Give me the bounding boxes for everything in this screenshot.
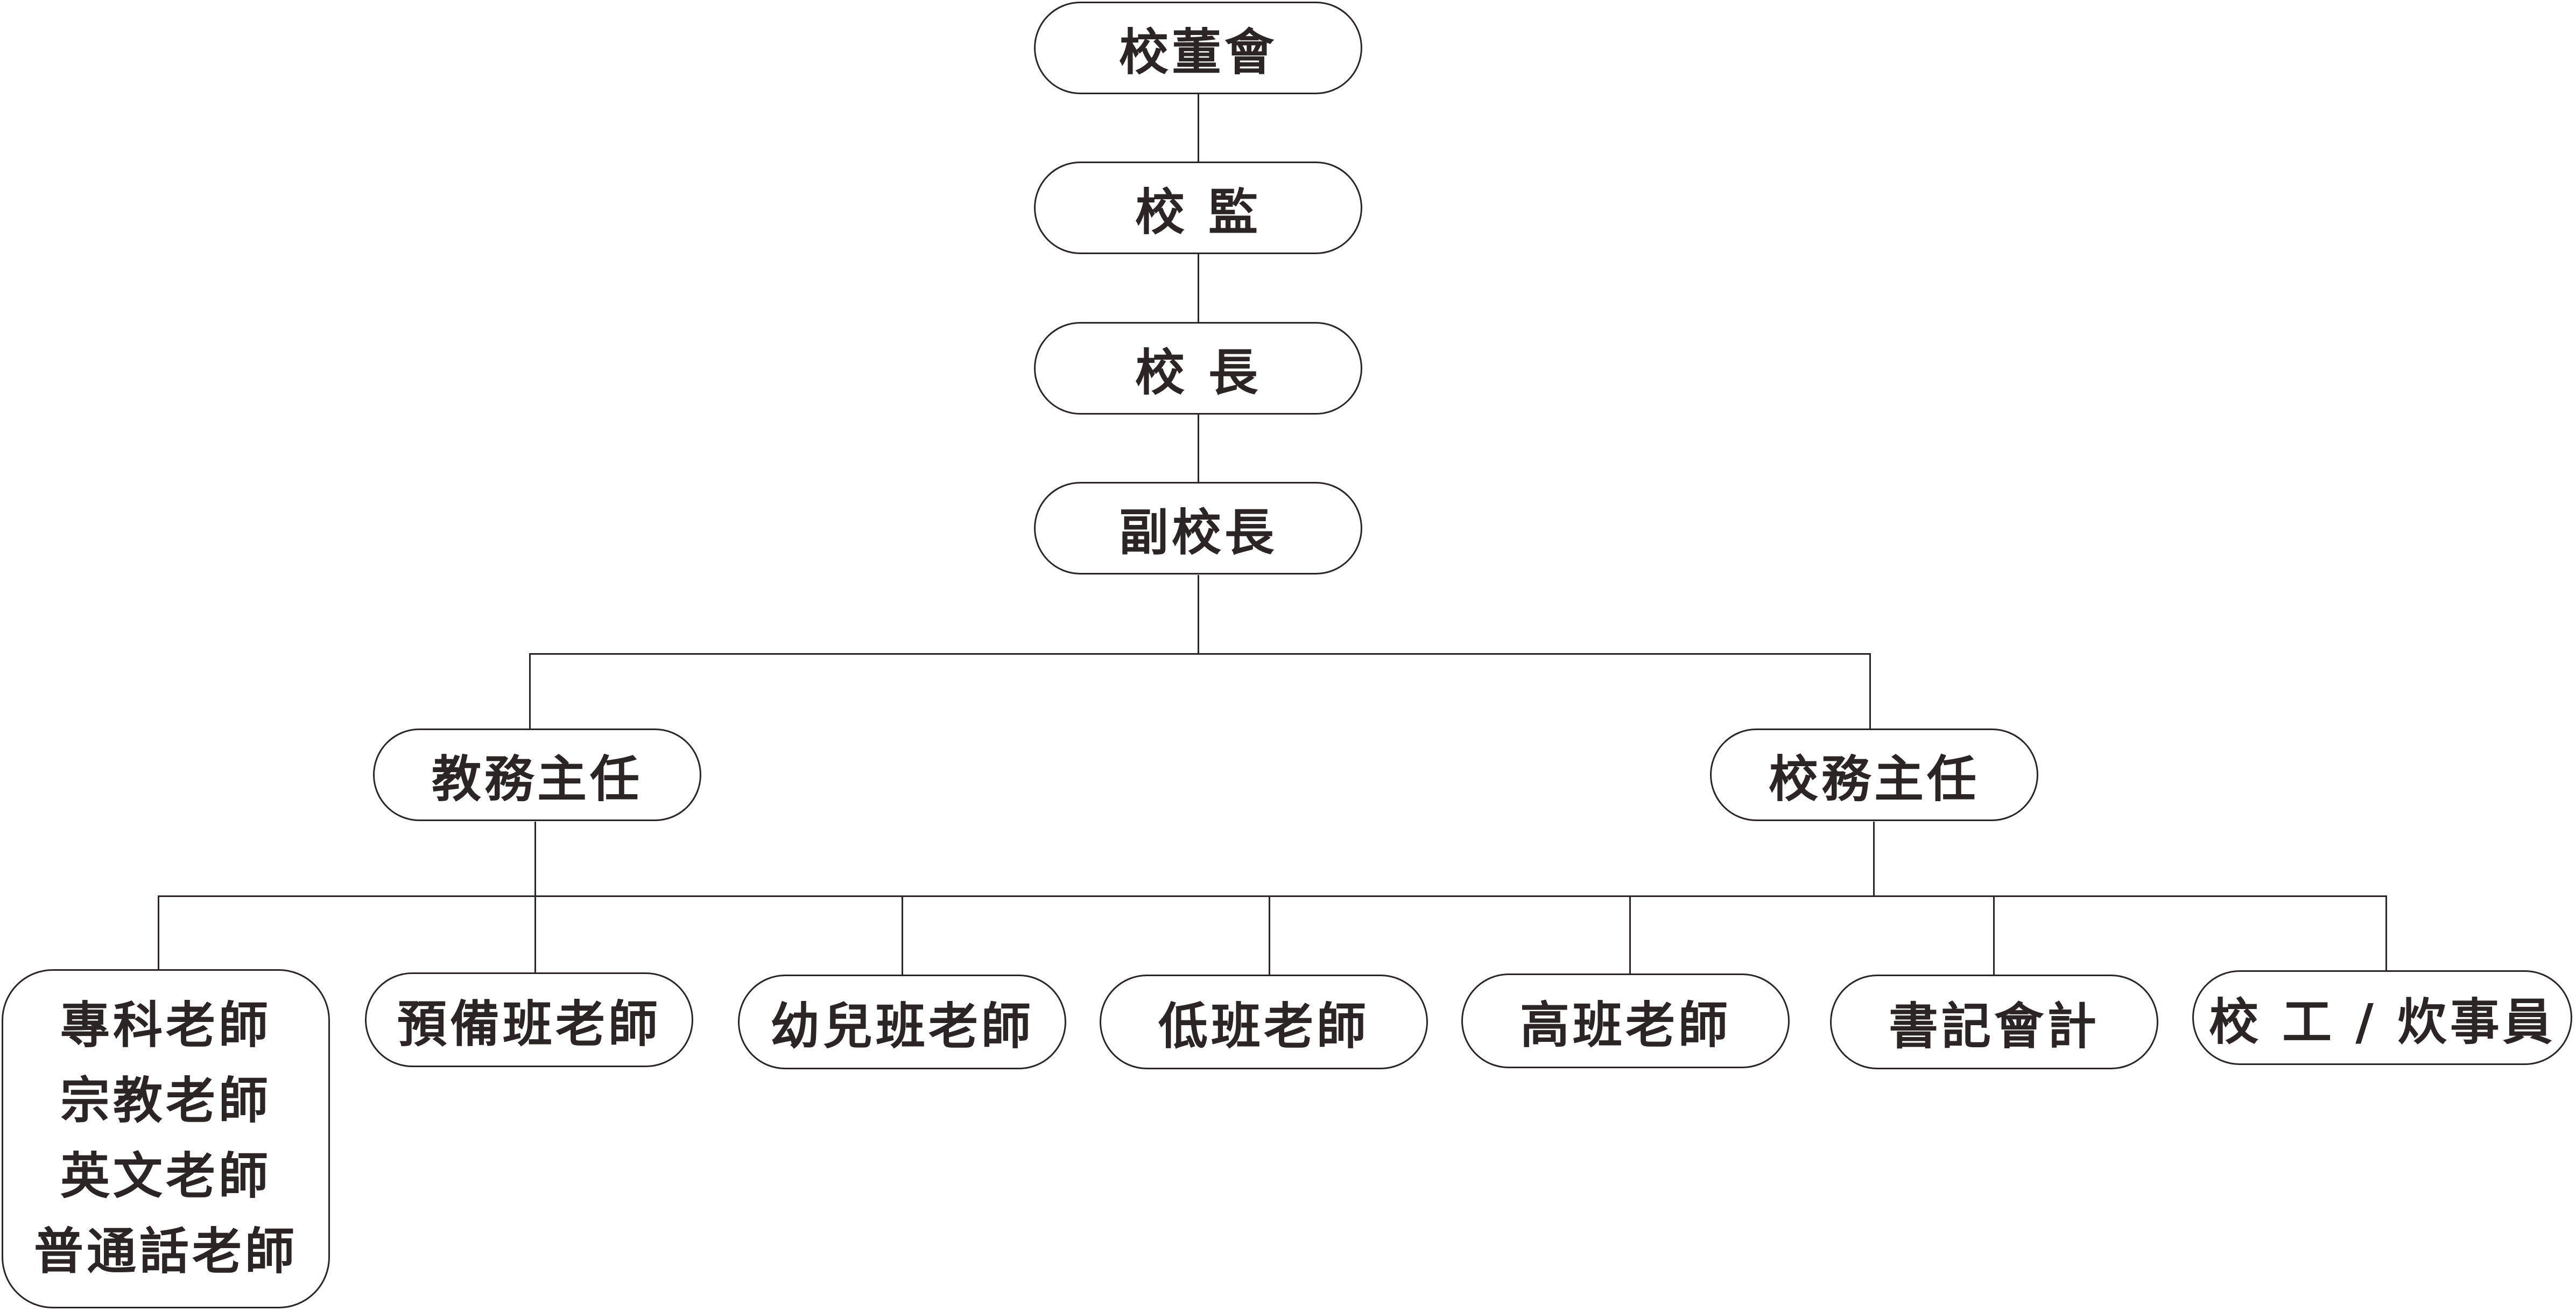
nursery-class-teachers-node: 幼兒班老師 [738,975,1066,1069]
religion-teacher-label: 宗教老師 [60,1072,271,1130]
lower-class-teachers-node: 低班老師 [1100,975,1428,1069]
connector-line [1873,822,1875,895]
vice-principal-node: 副校長 [1034,482,1362,575]
specialist-teachers-node: 專科老師 宗教老師 英文老師 普通話老師 [2,969,330,1308]
putonghua-teacher-label: 普通話老師 [33,1223,298,1280]
connector-line [534,895,536,973]
school-board-node: 校董會 [1034,2,1362,94]
academic-director-node: 教務主任 [373,728,701,821]
connector-line [902,895,903,976]
connector-line [1869,653,1871,728]
connector-line [158,895,159,971]
connector-line [158,895,2387,897]
connector-line [1198,93,1199,163]
english-teacher-label: 英文老師 [60,1147,271,1205]
connector-line [1993,895,1995,976]
connector-line [534,822,536,895]
connector-line [529,653,531,728]
connector-line [1269,895,1270,976]
connector-line [1198,575,1199,653]
specialist-teacher-label: 專科老師 [60,997,271,1054]
connector-line [1629,895,1631,975]
janitor-cook-node: 校 工 / 炊事員 [2192,970,2572,1065]
connector-line [2385,895,2387,972]
connector-line [1198,253,1199,323]
administration-director-node: 校務主任 [1710,728,2038,821]
principal-node: 校 長 [1034,322,1362,415]
supervisor-node: 校 監 [1034,162,1362,254]
connector-line [1198,415,1199,484]
upper-class-teachers-node: 高班老師 [1461,973,1790,1068]
preparatory-class-teachers-node: 預備班老師 [365,972,693,1067]
clerk-accountant-node: 書記會計 [1830,975,2158,1069]
connector-line [529,653,1871,655]
